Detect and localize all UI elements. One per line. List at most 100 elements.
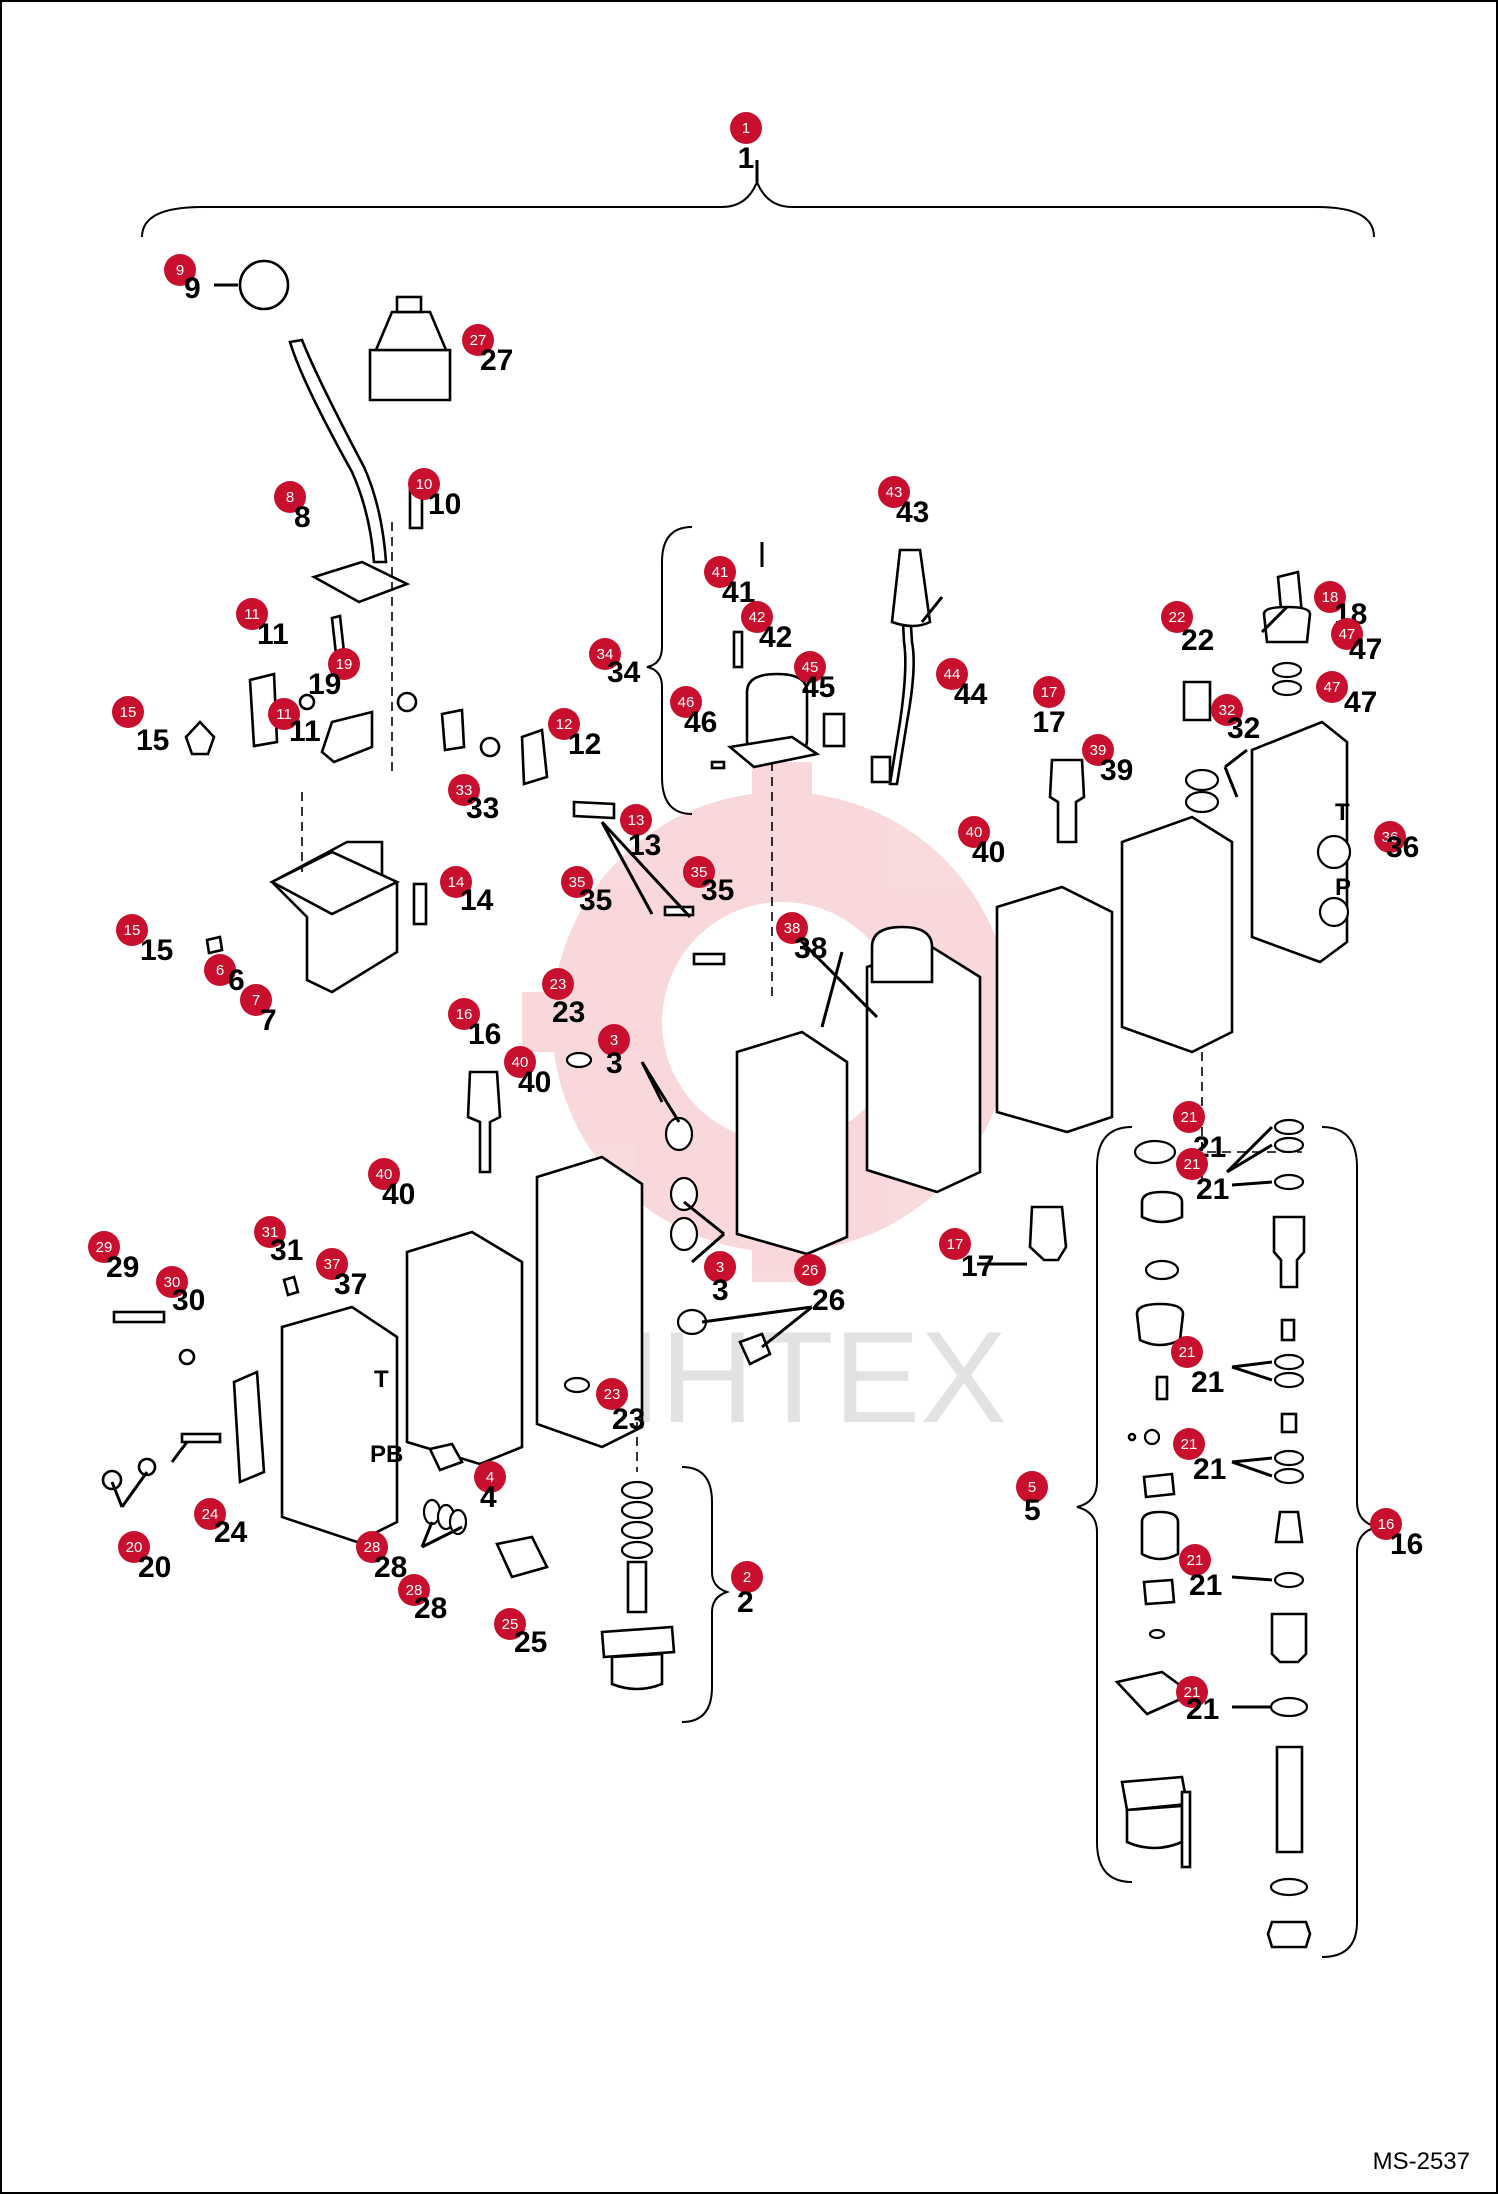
callout-badge (448, 998, 480, 1030)
svg-text:21: 21 (1189, 1569, 1222, 1602)
svg-text:32: 32 (1227, 712, 1260, 745)
svg-text:25: 25 (502, 1616, 519, 1633)
svg-text:31: 31 (262, 1224, 279, 1241)
svg-text:45: 45 (802, 659, 819, 676)
svg-text:26: 26 (802, 1262, 819, 1279)
callout-20: 20 20 (118, 1531, 171, 1584)
svg-text:35: 35 (569, 874, 586, 891)
callout-16: 16 16 (448, 998, 501, 1051)
svg-text:42: 42 (759, 621, 792, 654)
svg-text:40: 40 (966, 824, 983, 841)
callout-17: 17 17 (1032, 676, 1066, 739)
callout-badge (328, 648, 360, 680)
callout-badge (939, 1228, 971, 1260)
control-lever (238, 259, 424, 604)
svg-text:20: 20 (138, 1551, 171, 1584)
callout-badge (741, 601, 773, 633)
svg-text:21: 21 (1184, 1684, 1201, 1701)
spool-kit-2 (600, 1422, 676, 1691)
callout-25: 25 25 (494, 1608, 547, 1659)
callout-badge (1370, 1508, 1402, 1540)
callout-badge (1374, 821, 1406, 853)
svg-text:21: 21 (1186, 1693, 1219, 1726)
svg-text:19: 19 (308, 668, 341, 701)
svg-text:38: 38 (794, 932, 827, 965)
svg-text:22: 22 (1169, 609, 1186, 626)
joystick-unit (368, 295, 452, 402)
callout-badge (704, 1251, 736, 1283)
callout-badge (1314, 581, 1346, 613)
callout-badge (164, 254, 196, 286)
callout-11: 11 11 (236, 598, 289, 651)
svg-text:10: 10 (428, 488, 461, 521)
svg-text:24: 24 (214, 1516, 248, 1549)
callout-badge (683, 856, 715, 888)
svg-text:15: 15 (124, 922, 141, 939)
svg-text:37: 37 (334, 1268, 367, 1301)
svg-text:23: 23 (552, 996, 585, 1029)
callout-28: 28 28 (356, 1531, 407, 1584)
callout-badge (1016, 1471, 1048, 1503)
callout-21: 21 21 (1176, 1676, 1219, 1726)
svg-text:21: 21 (1196, 1173, 1229, 1206)
svg-text:29: 29 (106, 1251, 139, 1284)
callout-7: 7 7 (240, 984, 277, 1037)
svg-text:30: 30 (164, 1274, 181, 1291)
callout-21: 21 21 (1179, 1544, 1222, 1602)
leader-lines (110, 160, 1289, 1709)
callout-37: 37 37 (316, 1248, 367, 1301)
svg-text:11: 11 (276, 706, 292, 723)
callout-38: 38 38 (776, 912, 827, 965)
callout-33: 33 33 (448, 774, 499, 825)
callout-badge (620, 804, 652, 836)
callout-34: 34 34 (589, 638, 641, 689)
svg-text:9: 9 (184, 272, 201, 305)
callout-3: 3 3 (598, 1024, 630, 1080)
svg-text:29: 29 (96, 1239, 113, 1256)
callout-45: 45 45 (794, 651, 835, 704)
callout-8: 8 8 (274, 481, 311, 534)
port-p-right: P (1335, 874, 1351, 901)
lever-knob (238, 259, 290, 311)
svg-text:5: 5 (1024, 1494, 1041, 1527)
linkage-parts (184, 614, 616, 820)
spool-kits-5-16 (1114, 1118, 1312, 1949)
svg-text:27: 27 (480, 344, 513, 377)
svg-text:17: 17 (1032, 706, 1065, 739)
svg-text:43: 43 (886, 484, 903, 501)
svg-text:35: 35 (691, 864, 708, 881)
svg-text:47: 47 (1349, 633, 1382, 666)
callout-badge (474, 1461, 506, 1493)
callout-30: 30 30 (156, 1266, 205, 1317)
callout-badge (204, 954, 236, 986)
callout-28: 28 28 (398, 1574, 447, 1625)
callout-badge (1161, 601, 1193, 633)
svg-text:40: 40 (518, 1066, 551, 1099)
callout-badge (274, 481, 306, 513)
svg-text:22: 22 (1181, 624, 1214, 657)
callout-badge (936, 658, 968, 690)
callout-24: 24 24 (194, 1498, 248, 1549)
callout-badge (316, 1248, 348, 1280)
svg-text:40: 40 (512, 1054, 529, 1071)
callout-32: 32 32 (1211, 694, 1260, 745)
svg-text:33: 33 (456, 782, 473, 799)
callout-badge (1176, 1676, 1208, 1708)
callout-badge (1179, 1544, 1211, 1576)
svg-text:17: 17 (947, 1236, 964, 1253)
callout-badge (598, 1024, 630, 1056)
callout-21: 21 21 (1173, 1428, 1226, 1486)
callout-35: 35 35 (683, 856, 734, 907)
svg-text:8: 8 (294, 501, 311, 534)
callout-badge (268, 698, 300, 730)
svg-text:40: 40 (382, 1178, 415, 1211)
callout-badge (236, 598, 268, 630)
callout-6: 6 6 (204, 954, 245, 997)
svg-text:28: 28 (406, 1582, 423, 1599)
svg-text:4: 4 (486, 1469, 494, 1486)
callout-badge (408, 468, 440, 500)
callout-3: 3 3 (704, 1251, 736, 1307)
svg-text:36: 36 (1386, 831, 1419, 864)
